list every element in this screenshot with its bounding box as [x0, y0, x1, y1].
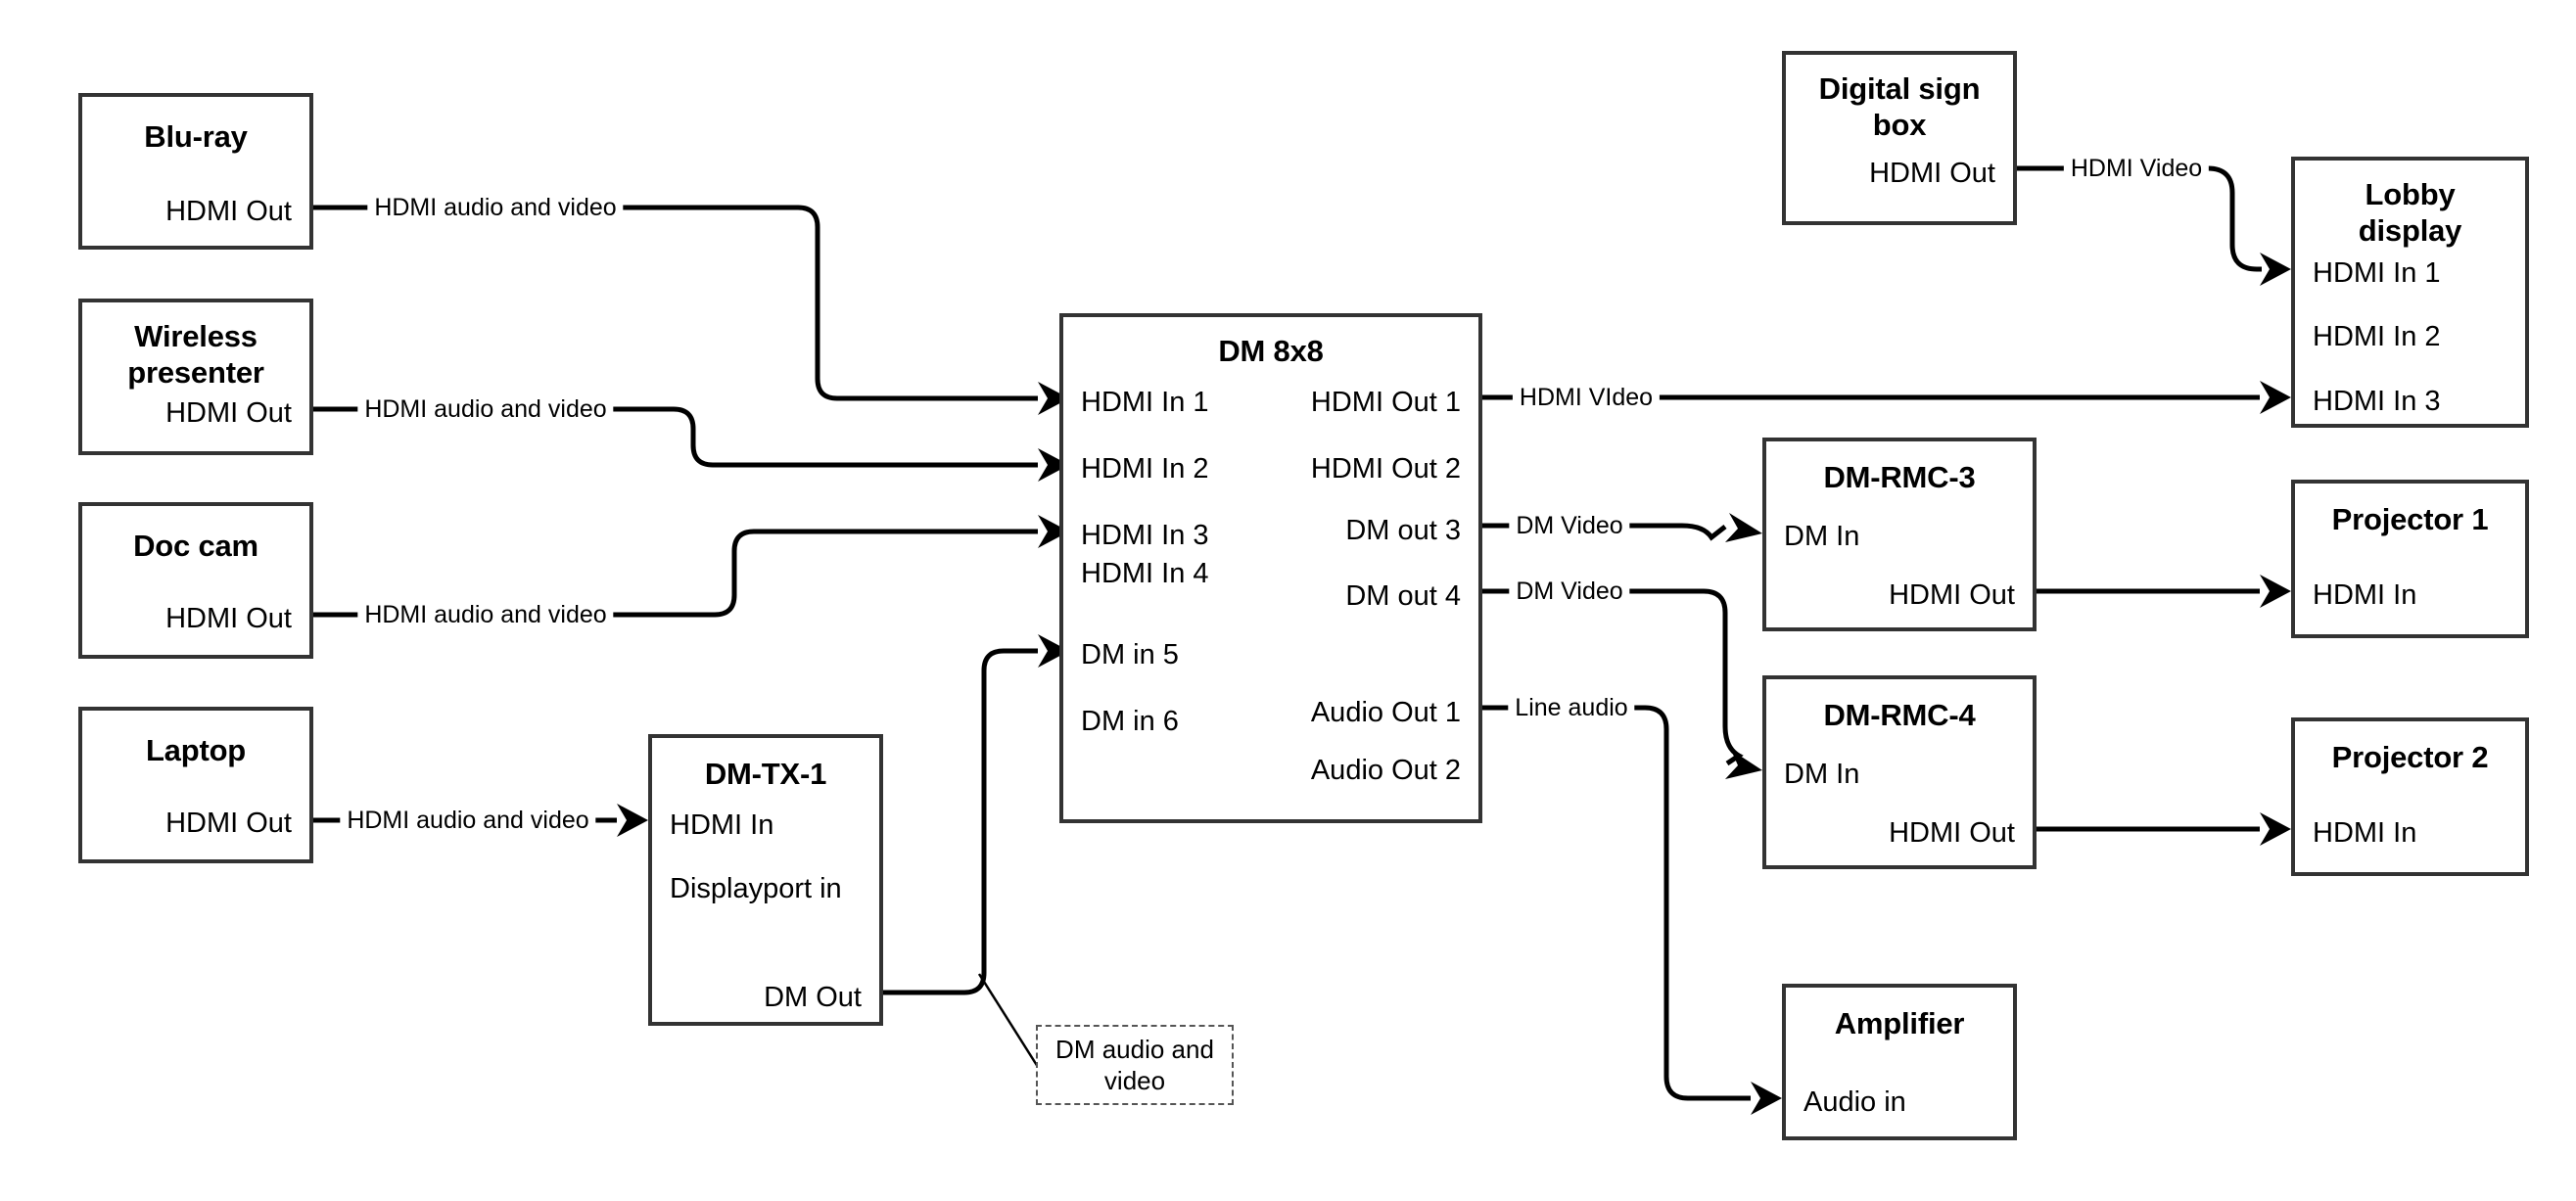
node-projector-1[interactable]: Projector 1 HDMI In: [2291, 480, 2529, 638]
node-title-projector-1: Projector 1: [2331, 502, 2489, 536]
edge-label-dm-video-out3: DM Video: [1509, 512, 1630, 539]
node-dm-rmc-4[interactable]: DM-RMC-4 DM In HDMI Out: [1762, 675, 2037, 869]
node-amplifier[interactable]: Amplifier Audio in: [1782, 984, 2017, 1140]
wire-sign-to-lobby-in1: [2017, 165, 2262, 272]
port-rmc3-hdmi-out: HDMI Out: [1889, 579, 2015, 611]
port-lobby-hdmi-in-1: HDMI In 1: [2313, 257, 2441, 289]
port-tx-displayport-in: Displayport in: [670, 873, 842, 904]
node-projector-2[interactable]: Projector 2 HDMI In: [2291, 717, 2529, 876]
port-dm8x8-dm-in-5: DM in 5: [1081, 639, 1179, 670]
edge-label-doccam: HDMI audio and video: [357, 601, 614, 628]
port-dm8x8-dm-in-6: DM in 6: [1081, 706, 1179, 737]
node-title-dm-rmc-4: DM-RMC-4: [1823, 698, 1976, 732]
node-doc-cam[interactable]: Doc cam HDMI Out: [78, 502, 313, 659]
node-wireless-presenter[interactable]: Wireless presenter HDMI Out: [78, 299, 313, 455]
node-title-projector-2: Projector 2: [2331, 740, 2489, 774]
edge-label-line-audio: Line audio: [1508, 694, 1635, 721]
port-rmc3-dm-in: DM In: [1784, 521, 1860, 552]
port-dm8x8-dm-out-4: DM out 4: [1345, 580, 1461, 612]
node-digital-sign-box[interactable]: Digital sign box HDMI Out: [1782, 51, 2017, 225]
port-lobby-hdmi-in-3: HDMI In 3: [2313, 386, 2441, 417]
port-tx-hdmi-in: HDMI In: [670, 809, 774, 841]
port-dm8x8-hdmi-in-2: HDMI In 2: [1081, 453, 1209, 485]
node-dm-8x8[interactable]: DM 8x8 HDMI In 1 HDMI In 2 HDMI In 3 HDM…: [1059, 313, 1482, 823]
node-title-wireless-presenter: Wireless presenter: [127, 319, 264, 390]
node-laptop[interactable]: Laptop HDMI Out: [78, 707, 313, 863]
note-dm-audio-and-video-text: DM audio and video: [1055, 1035, 1214, 1095]
wire-dm-out4-to-rmc4: [1481, 588, 1744, 766]
node-lobby-display[interactable]: Lobby display HDMI In 1 HDMI In 2 HDMI I…: [2291, 157, 2529, 428]
port-doc-cam-hdmi-out: HDMI Out: [165, 603, 292, 634]
wire-bluray-to-dm-in1: [313, 205, 1038, 401]
node-dm-tx-1[interactable]: DM-TX-1 HDMI In Displayport in DM Out: [648, 734, 883, 1026]
port-blu-ray-hdmi-out: HDMI Out: [165, 196, 292, 227]
port-projector1-hdmi-in: HDMI In: [2313, 579, 2417, 611]
port-dm8x8-dm-out-3: DM out 3: [1345, 515, 1461, 546]
node-dm-rmc-3[interactable]: DM-RMC-3 DM In HDMI Out: [1762, 438, 2037, 631]
port-amplifier-audio-in: Audio in: [1803, 1086, 1906, 1118]
edge-label-dm-video-out4: DM Video: [1509, 577, 1630, 605]
port-dm8x8-hdmi-in-3: HDMI In 3: [1081, 520, 1209, 551]
port-projector2-hdmi-in: HDMI In: [2313, 817, 2417, 849]
port-rmc4-hdmi-out: HDMI Out: [1889, 817, 2015, 849]
node-blu-ray[interactable]: Blu-ray HDMI Out: [78, 93, 313, 250]
port-lobby-hdmi-in-2: HDMI In 2: [2313, 321, 2441, 352]
port-sign-hdmi-out: HDMI Out: [1869, 158, 1995, 189]
port-wireless-hdmi-out: HDMI Out: [165, 397, 292, 429]
node-title-lobby-display: Lobby display: [2358, 177, 2462, 248]
arrowhead-projector2-hdmi-in: [2260, 812, 2291, 846]
note-dm-audio-and-video: DM audio and video: [1036, 1025, 1234, 1105]
port-dm8x8-audio-out-1: Audio Out 1: [1310, 697, 1461, 728]
wire-audio-out1-to-amplifier: [1481, 705, 1751, 1101]
port-dm8x8-audio-out-2: Audio Out 2: [1310, 755, 1461, 786]
port-dm8x8-hdmi-in-4: HDMI In 4: [1081, 558, 1209, 589]
arrowhead-amplifier-audio-in: [1751, 1082, 1782, 1115]
node-title-digital-sign-box: Digital sign box: [1818, 71, 1981, 142]
arrowhead-tx-hdmi-in: [617, 804, 648, 837]
arrowhead-lobby-in1: [2260, 253, 2291, 286]
edge-label-sign-hdmi-video: HDMI Video: [2063, 155, 2210, 182]
port-laptop-hdmi-out: HDMI Out: [165, 808, 292, 839]
edge-label-bluray: HDMI audio and video: [367, 194, 624, 221]
arrowhead-rmc3-dm-in: [1725, 513, 1762, 542]
edge-label-laptop: HDMI audio and video: [340, 807, 596, 834]
leader-line-dm-note: [977, 973, 1040, 1068]
edge-label-wireless: HDMI audio and video: [357, 395, 614, 423]
node-title-laptop: Laptop: [145, 733, 247, 767]
node-title-dm-tx-1: DM-TX-1: [704, 757, 827, 791]
port-dm8x8-hdmi-out-1: HDMI Out 1: [1310, 387, 1461, 418]
node-title-dm-rmc-3: DM-RMC-3: [1823, 460, 1976, 494]
port-dm8x8-hdmi-out-2: HDMI Out 2: [1310, 453, 1461, 485]
port-tx-dm-out: DM Out: [764, 982, 862, 1013]
arrowhead-projector1-hdmi-in: [2260, 575, 2291, 608]
port-dm8x8-hdmi-in-1: HDMI In 1: [1081, 387, 1209, 418]
node-title-doc-cam: Doc cam: [133, 529, 258, 563]
arrowhead-rmc4-dm-in: [1725, 750, 1762, 779]
node-title-blu-ray: Blu-ray: [144, 119, 248, 154]
arrowhead-lobby-in3: [2260, 381, 2291, 414]
node-title-dm-8x8: DM 8x8: [1218, 334, 1324, 368]
port-rmc4-dm-in: DM In: [1784, 759, 1860, 790]
wire-tx-to-dm-in5: [883, 648, 1038, 995]
edge-label-hdmi-video-out1: HDMI VIdeo: [1512, 384, 1661, 411]
node-title-amplifier: Amplifier: [1834, 1006, 1965, 1040]
